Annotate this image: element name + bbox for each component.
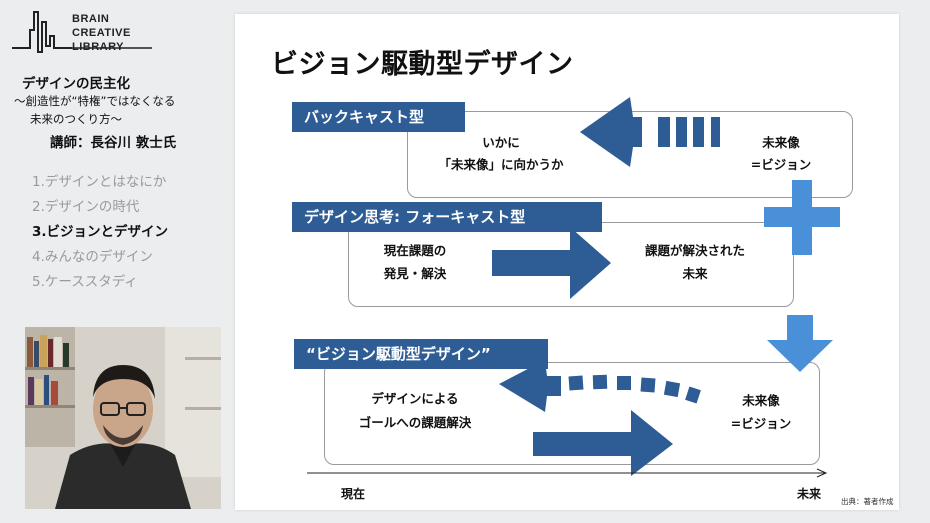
backcast-right-line1: 未来像 <box>762 135 800 150</box>
down-arrow-icon <box>767 315 833 372</box>
forecast-left-line2: 発見・解決 <box>383 266 447 281</box>
speaker-video-frame <box>25 327 221 509</box>
course-subtitle-line2: 未来のつくり方～ <box>30 112 122 126</box>
backcast-label: バックキャスト型 <box>292 102 465 132</box>
speaker-video[interactable] <box>25 327 221 509</box>
logo-line-2: CREATIVE <box>72 27 131 39</box>
forecast-arrow-icon <box>492 227 611 299</box>
backcast-left-line2: 「未来像」に向かうか <box>438 157 564 172</box>
axis-start-label: 現在 <box>341 487 366 501</box>
forecast-right-line2: 未来 <box>682 266 708 281</box>
course-subtitle-line1: ～創造性が“特権”ではなくなる <box>14 94 176 108</box>
logo-line-3: LIBRARY <box>72 41 124 53</box>
vision-left-line1: デザインによる <box>371 391 459 406</box>
vision-dashed-arrow-icon <box>499 360 701 412</box>
logo-bars-icon <box>12 11 72 53</box>
brand-logo: BRAIN CREATIVE LIBRARY <box>12 10 192 60</box>
vision-right-line2: =ビジョン <box>730 416 792 431</box>
chapter-item-1[interactable]: 1.デザインとはなにか <box>32 174 167 190</box>
chapter-item-4[interactable]: 4.みんなのデザイン <box>32 249 153 265</box>
vision-right-line1: 未来像 <box>742 393 780 408</box>
forecast-label: デザイン思考: フォーキャスト型 <box>292 202 602 232</box>
plus-icon <box>764 180 840 255</box>
forecast-right-line1: 課題が解決された <box>644 243 745 258</box>
source-note: 出典：著者作成 <box>841 497 894 506</box>
presentation-slide: ビジョン駆動型デザイン バックキャスト型 いかに 「未来像」に向かうか 未来像 … <box>235 14 899 510</box>
vision-solid-arrow-icon <box>533 410 673 476</box>
logo-line-1: BRAIN <box>72 13 110 25</box>
chapter-list: 1.デザインとはなにか 2.デザインの時代 3.ビジョンとデザイン 4.みんなの… <box>32 170 168 295</box>
chapter-item-3[interactable]: 3.ビジョンとデザイン <box>32 224 169 240</box>
backcast-left-line1: いかに <box>482 135 520 150</box>
backcast-arrow-icon <box>580 97 720 167</box>
timeline-axis <box>307 468 828 478</box>
vision-left-line2: ゴールへの課題解決 <box>358 415 472 430</box>
course-title: デザインの民主化 <box>22 76 130 92</box>
chapter-item-5[interactable]: 5.ケーススタディ <box>32 274 138 290</box>
vision-label: “ビジョン駆動型デザイン” <box>294 339 548 369</box>
backcast-right-line2: =ビジョン <box>750 157 812 172</box>
slide-graphics <box>307 97 840 478</box>
slide-title: ビジョン駆動型デザイン <box>271 49 574 80</box>
forecast-left-line1: 現在課題の <box>383 243 447 258</box>
instructor-name: 講師：長谷川 敦士氏 <box>50 135 177 151</box>
axis-end-label: 未来 <box>797 487 822 501</box>
chapter-item-2[interactable]: 2.デザインの時代 <box>32 199 140 215</box>
